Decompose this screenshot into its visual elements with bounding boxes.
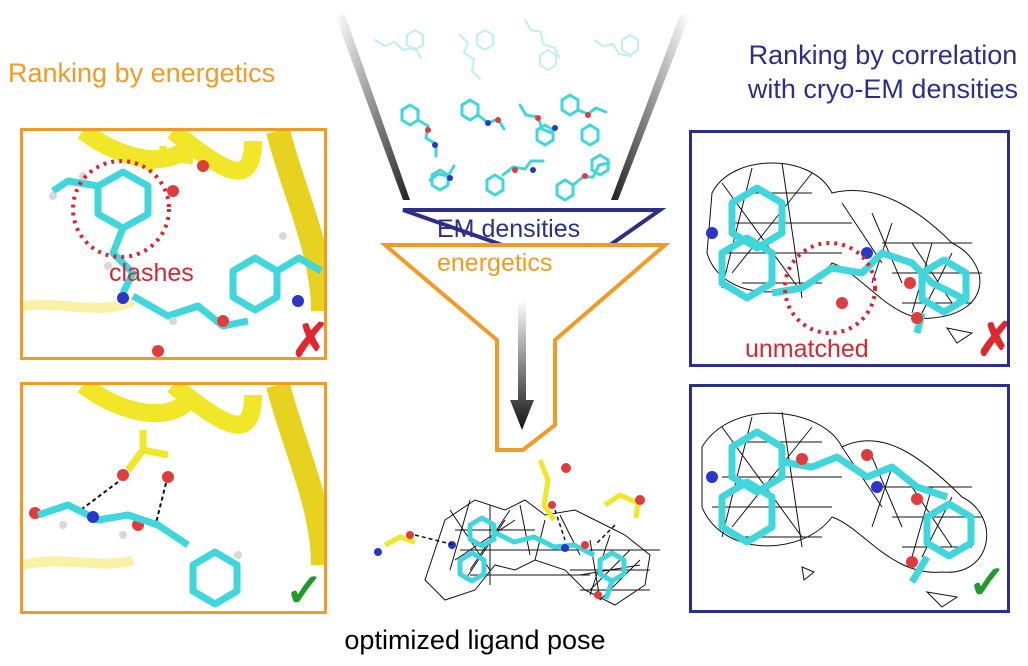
right-converge-arrow [611,15,690,200]
em-densities-label: EM densities [437,215,581,243]
ligand-candidates [374,19,639,202]
energetics-label: energetics [437,249,553,277]
energetics-good-panel: ✓ [20,382,327,614]
reject-x-icon: ✗ [976,316,1007,362]
left-converge-arrow [335,15,410,200]
matched-density-render [701,411,988,608]
unmatched-highlight-circle [783,241,877,335]
right-heading-line2: with cryo-EM densities [747,74,1018,104]
unmatched-density-render [706,162,982,344]
good-energetics-pose-render [23,385,324,608]
down-arrow [510,300,534,430]
optimized-pose-caption: optimized ligand pose [344,625,606,655]
clash-pose-render [23,131,324,357]
density-unmatched-panel: unmatched ✗ [689,130,1010,367]
reject-x-icon: ✗ [291,314,327,360]
density-good-panel: ✓ [689,384,1010,613]
right-heading-line1: Ranking by correlation [748,40,1018,70]
energetics-clash-panel: clashes ✗ [20,128,327,360]
optimized-ligand-pose [374,459,660,606]
right-heading: Ranking by correlation with cryo-EM dens… [748,38,1018,106]
left-heading: Ranking by energetics [8,58,276,88]
unmatched-label: unmatched [745,335,869,363]
accept-check-icon: ✓ [285,564,324,614]
clashes-label: clashes [109,259,194,287]
accept-check-icon: ✓ [968,556,1007,608]
clash-highlight-circle [71,159,171,259]
